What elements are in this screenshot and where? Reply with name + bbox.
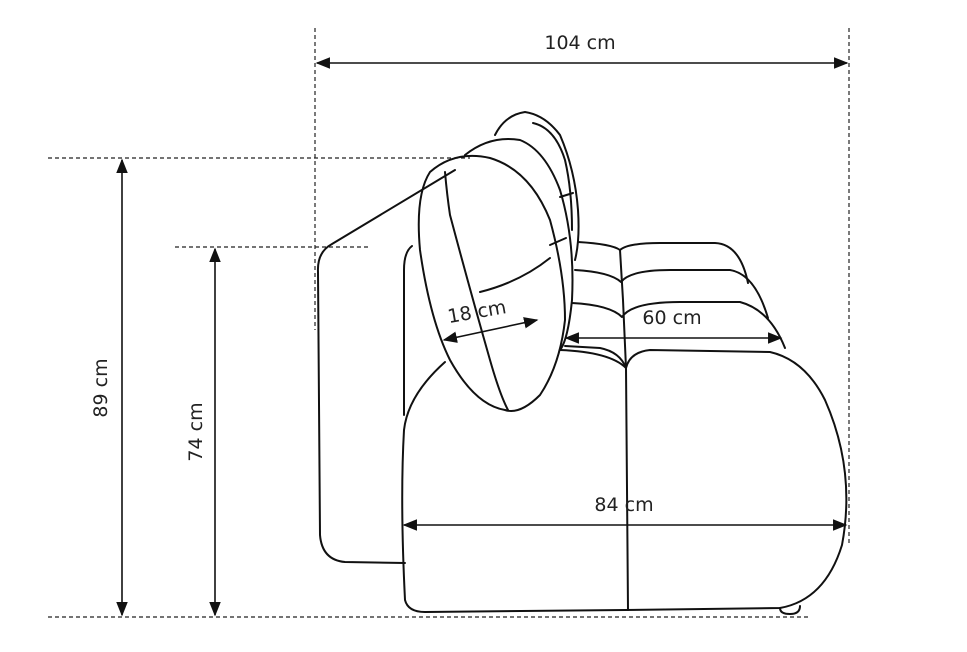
back-cushion-top (494, 111, 580, 261)
back-cushion-seam (549, 192, 574, 246)
label-seat-depth: 60 cm (642, 307, 701, 329)
pillow-fold (479, 257, 551, 293)
seat-ridge-3 (571, 301, 786, 349)
pillow-seam (444, 171, 509, 411)
back-cushion (464, 138, 574, 351)
sofa-seat-base (401, 345, 848, 613)
seat-center-seam (619, 249, 629, 611)
sofa-outline (316, 111, 848, 615)
guide-lines (48, 28, 850, 618)
label-total-depth: 104 cm (544, 32, 615, 54)
label-pillow-thickness: 18 cm (446, 296, 508, 328)
pillow (417, 154, 566, 412)
sofa-foot (779, 605, 801, 615)
seat-ridge-1 (577, 241, 749, 284)
back-cushion-fold (532, 122, 573, 231)
sofa-back-panel (316, 169, 456, 564)
seat-ridge-4 (559, 349, 627, 369)
dimension-arrows (116, 57, 849, 617)
label-total-height: 89 cm (90, 358, 112, 417)
label-back-height: 74 cm (185, 402, 207, 461)
label-base-depth: 84 cm (594, 494, 653, 516)
arrow-pillow-thickness (442, 317, 539, 343)
sofa-back-inner (403, 245, 413, 416)
seat-ridge-2 (574, 269, 769, 319)
